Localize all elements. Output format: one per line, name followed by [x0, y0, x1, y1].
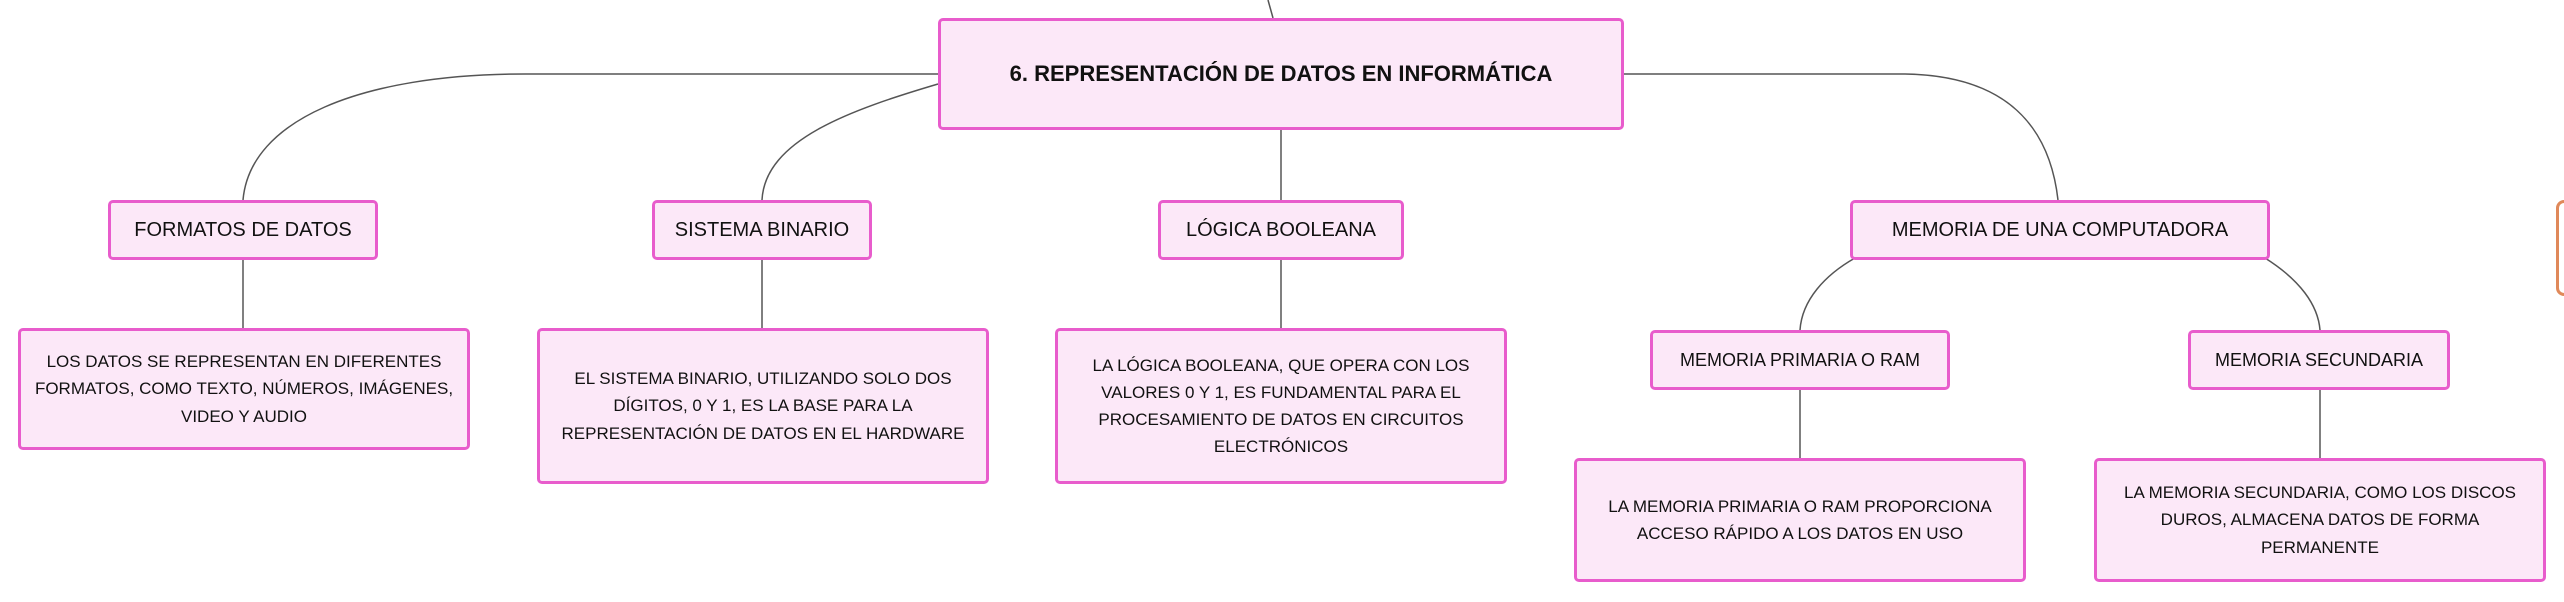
topic-formatos-de-datos[interactable]: FORMATOS DE DATOS	[108, 200, 378, 260]
detail-formatos-de-datos[interactable]: LOS DATOS SE REPRESENTAN EN DIFERENTES F…	[18, 328, 470, 450]
connector-root-formatos	[242, 73, 938, 201]
topic-sistema-binario[interactable]: SISTEMA BINARIO	[652, 200, 872, 260]
subtopic-label: MEMORIA PRIMARIA O RAM	[1679, 349, 1921, 370]
connector-incoming	[1267, 0, 1274, 19]
detail-text: EL SISTEMA BINARIO, UTILIZANDO SOLO DOS …	[561, 369, 965, 443]
central-topic[interactable]: 6. REPRESENTACIÓN DE DATOS EN INFORMÁTIC…	[938, 18, 1624, 130]
topic-label: LÓGICA BOOLEANA	[1185, 218, 1377, 241]
detail-text: LA MEMORIA SECUNDARIA, COMO LOS DISCOS D…	[2123, 483, 2517, 557]
topic-label: FORMATOS DE DATOS	[134, 218, 352, 241]
detail-sistema-binario[interactable]: EL SISTEMA BINARIO, UTILIZANDO SOLO DOS …	[537, 328, 989, 484]
connector-root-binario	[761, 83, 939, 201]
detail-text: LOS DATOS SE REPRESENTAN EN DIFERENTES F…	[34, 352, 454, 426]
detail-logica-booleana[interactable]: LA LÓGICA BOOLEANA, QUE OPERA CON LOS VA…	[1055, 328, 1507, 484]
topic-logica-booleana[interactable]: LÓGICA BOOLEANA	[1158, 200, 1404, 260]
subtopic-label: MEMORIA SECUNDARIA	[2214, 349, 2424, 370]
detail-memoria-secundaria[interactable]: LA MEMORIA SECUNDARIA, COMO LOS DISCOS D…	[2094, 458, 2546, 582]
connector-root-memoria	[1624, 73, 2059, 201]
subtopic-memoria-secundaria[interactable]: MEMORIA SECUNDARIA	[2188, 330, 2450, 390]
topic-label: MEMORIA DE UNA COMPUTADORA	[1891, 218, 2229, 241]
detail-text: LA MEMORIA PRIMARIA O RAM PROPORCIONA AC…	[1608, 496, 1992, 543]
connector-memoria-secundaria	[2264, 257, 2321, 331]
central-topic-label: 6. REPRESENTACIÓN DE DATOS EN INFORMÁTIC…	[1009, 61, 1553, 86]
detail-memoria-primaria[interactable]: LA MEMORIA PRIMARIA O RAM PROPORCIONA AC…	[1574, 458, 2026, 582]
topic-memoria-de-una-computadora[interactable]: MEMORIA DE UNA COMPUTADORA	[1850, 200, 2270, 260]
subtopic-memoria-primaria[interactable]: MEMORIA PRIMARIA O RAM	[1650, 330, 1950, 390]
connector-memoria-primaria	[1799, 257, 1856, 331]
topic-label: SISTEMA BINARIO	[674, 218, 850, 241]
detail-text: LA LÓGICA BOOLEANA, QUE OPERA CON LOS VA…	[1092, 355, 1470, 457]
offscreen-node-edge	[2556, 200, 2564, 296]
